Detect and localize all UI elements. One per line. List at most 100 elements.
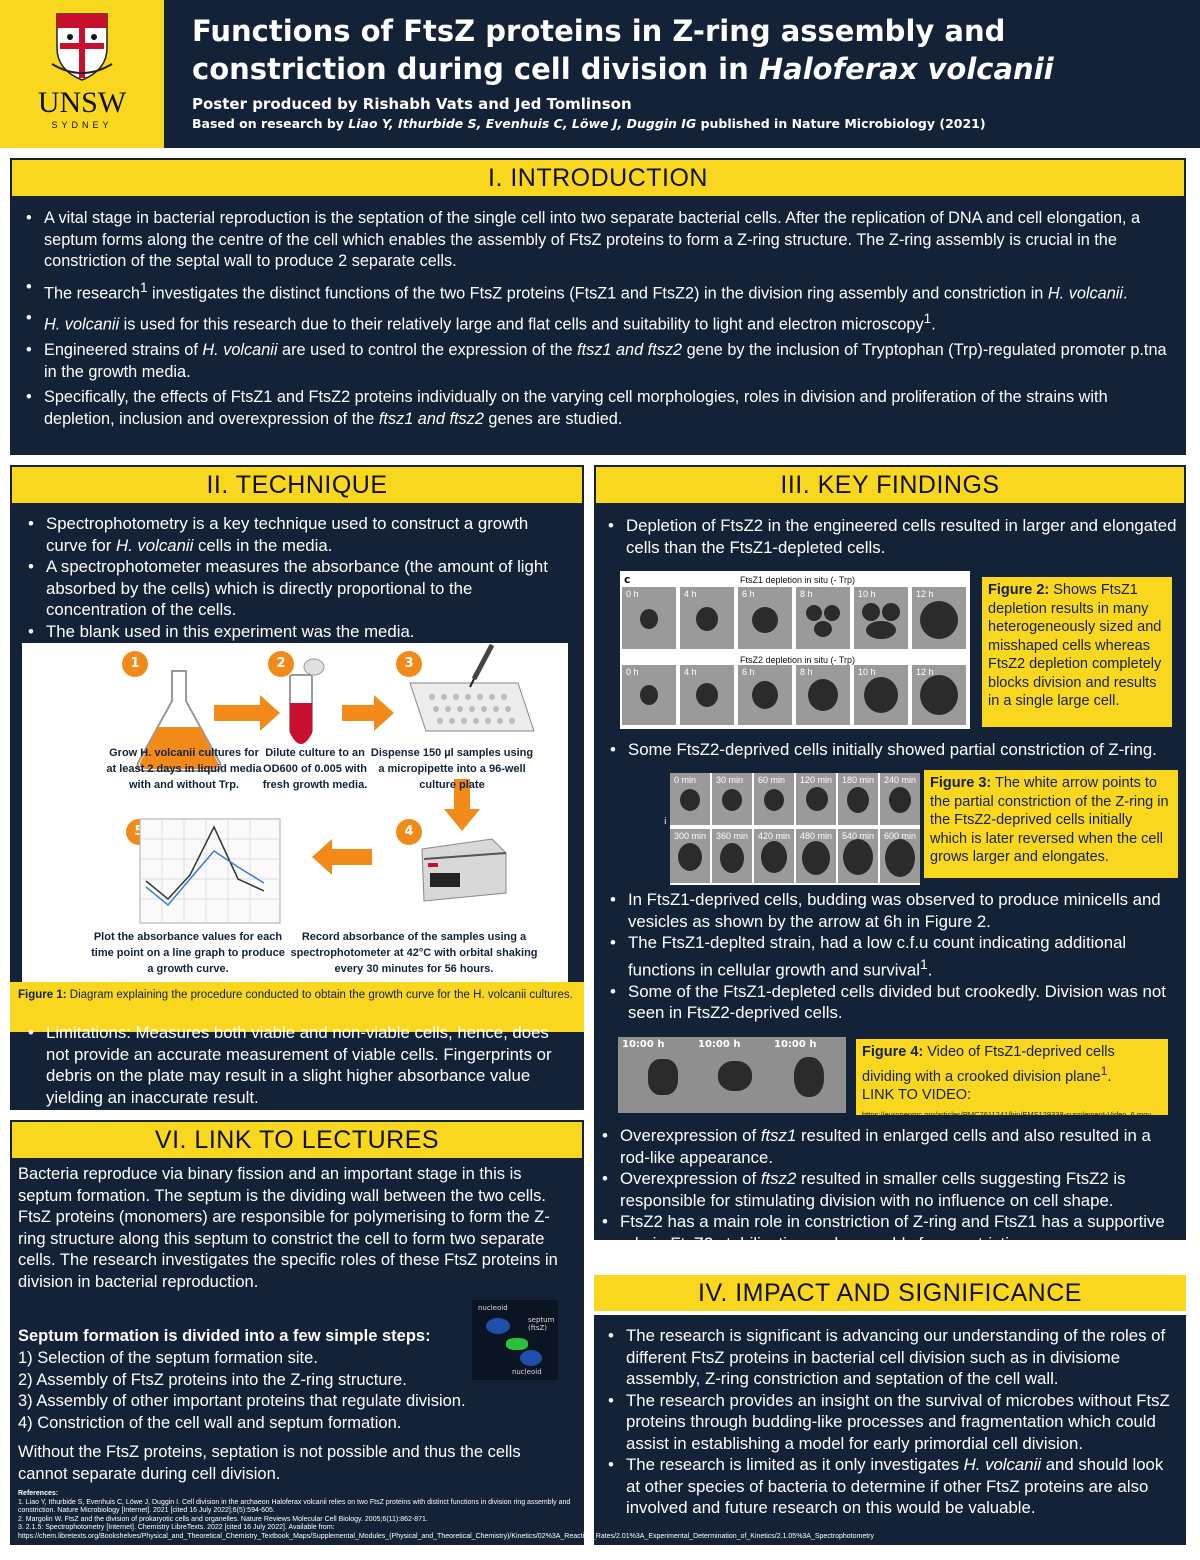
panel-letter: i bbox=[664, 817, 667, 827]
micrograph: 8 h bbox=[796, 665, 850, 725]
procedure-diagram: 1 2 3 4 5 bbox=[22, 643, 568, 983]
poster-authors: Poster produced by Rishabh Vats and Jed … bbox=[192, 95, 632, 113]
reference-item: 3. 2.1.5: Spectrophotometry [Internet]. … bbox=[18, 1524, 875, 1540]
step4-caption: Record absorbance of the samples using a… bbox=[290, 931, 538, 975]
unsw-logo: UNSW SYDNEY bbox=[0, 0, 164, 148]
micrograph: 0 h bbox=[622, 587, 676, 649]
list-item: Overexpression of ftsz2 resulted in smal… bbox=[596, 1168, 1182, 1211]
list-item: The research provides an insight on the … bbox=[602, 1390, 1180, 1455]
limitations-list: Limitations: Measures both viable and no… bbox=[22, 1022, 572, 1108]
micrograph: 12 h bbox=[912, 665, 966, 725]
reference-item: 1. Liao Y, Ithurbide S, Evenhuis C, Löwe… bbox=[18, 1498, 571, 1515]
impact-heading: IV. IMPACT AND SIGNIFICANCE bbox=[594, 1275, 1186, 1311]
procedure-illustrations bbox=[136, 643, 535, 924]
micrograph: 180 min bbox=[838, 773, 878, 825]
list-item: The FtsZ1-deplted strain, had a low c.f.… bbox=[604, 932, 1180, 981]
introduction-list: A vital stage in bacterial reproduction … bbox=[20, 208, 1180, 434]
panel-letter: c bbox=[624, 573, 631, 586]
micrograph: 6 h bbox=[738, 665, 792, 725]
references-heading: References: bbox=[18, 1490, 59, 1497]
step-number: 3 bbox=[396, 651, 422, 677]
list-item: The research is significant is advancing… bbox=[602, 1325, 1180, 1390]
arrow-icon bbox=[312, 839, 372, 875]
micrograph: 0 h bbox=[622, 665, 676, 725]
micrograph: 600 min bbox=[880, 829, 920, 883]
flask-icon bbox=[136, 670, 222, 772]
timestamp: 10:00 h bbox=[774, 1039, 817, 1050]
finding-list: Overexpression of ftsz1 resulted in enla… bbox=[596, 1125, 1182, 1254]
micrograph: 540 min bbox=[838, 829, 878, 883]
list-item: 1) Selection of the septum formation sit… bbox=[18, 1349, 318, 1367]
technique-section: II. TECHNIQUE Spectrophotometry is a key… bbox=[10, 465, 584, 1110]
step5-caption: Plot the absorbance values for each time… bbox=[91, 931, 285, 975]
well-plate-icon bbox=[409, 643, 535, 732]
poster-header: UNSW SYDNEY Functions of FtsZ proteins i… bbox=[0, 0, 1200, 148]
figure3-image: 0 min 30 min 60 min 120 min 180 min 240 … bbox=[670, 773, 920, 885]
list-item: Spectrophotometry is a key technique use… bbox=[22, 513, 572, 556]
list-item: Depletion of FtsZ2 in the engineered cel… bbox=[602, 515, 1178, 558]
micrograph: 6 h bbox=[738, 587, 792, 649]
step3-caption: Dispense 150 µl samples using a micropip… bbox=[370, 747, 534, 791]
micrograph: 8 h bbox=[796, 587, 850, 649]
lectures-conclusion: Without the FtsZ proteins, septation is … bbox=[18, 1443, 521, 1483]
crest-icon: UNSW SYDNEY bbox=[38, 13, 127, 130]
technique-list: Spectrophotometry is a key technique use… bbox=[22, 513, 572, 642]
lectures-paragraph: Bacteria reproduce via binary fission an… bbox=[18, 1165, 558, 1291]
list-item: 4) Constriction of the cell wall and sep… bbox=[18, 1413, 402, 1432]
references: References: 1. Liao Y, Ithurbide S, Even… bbox=[18, 1490, 875, 1541]
arrow-icon bbox=[214, 695, 280, 731]
svg-text:UNSW: UNSW bbox=[38, 86, 127, 119]
steps-heading: Septum formation is divided into a few s… bbox=[18, 1327, 431, 1345]
list-item: 3) Assembly of other important proteins … bbox=[18, 1392, 466, 1410]
finding-list: In FtsZ1-deprived cells, budding was obs… bbox=[604, 889, 1180, 1024]
micrograph: 4 h bbox=[680, 665, 734, 725]
fig2-row1-title: FtsZ1 depletion in situ (- Trp) bbox=[740, 575, 856, 585]
micrograph: 0 min bbox=[670, 773, 710, 825]
list-item: Some FtsZ2-deprived cells initially show… bbox=[604, 739, 1180, 761]
list-item: FtsZ2 has a main role in constriction of… bbox=[596, 1211, 1182, 1254]
key-findings-section: III. KEY FINDINGS Depletion of FtsZ2 in … bbox=[594, 465, 1186, 1253]
list-item: Specifically, the effects of FtsZ1 and F… bbox=[20, 387, 1180, 430]
micrograph: 4 h bbox=[680, 587, 734, 649]
figure2-image: c FtsZ1 depletion in situ (- Trp) FtsZ2 … bbox=[620, 571, 970, 729]
septum-steps: 1) Selection of the septum formation sit… bbox=[18, 1348, 558, 1434]
lectures-heading: VI. LINK TO LECTURES bbox=[12, 1122, 582, 1158]
micrograph: 10 h bbox=[854, 665, 908, 725]
figure4-caption: Figure 4: Video of FtsZ1-deprived cells … bbox=[856, 1039, 1168, 1119]
introduction-heading: I. INTRODUCTION bbox=[12, 160, 1184, 196]
impact-section: The research is significant is advancing… bbox=[594, 1315, 1186, 1545]
technique-heading: II. TECHNIQUE bbox=[12, 467, 582, 503]
list-item: In FtsZ1-deprived cells, budding was obs… bbox=[604, 889, 1180, 932]
list-item: A vital stage in bacterial reproduction … bbox=[20, 208, 1180, 273]
list-item: Limitations: Measures both viable and no… bbox=[22, 1022, 572, 1108]
list-item: The research is limited as it only inves… bbox=[602, 1454, 1180, 1519]
micrograph: 30 min bbox=[712, 773, 752, 825]
list-item: The research1 investigates the distinct … bbox=[20, 277, 1180, 305]
figure4-image: 10:00 h 10:00 h 10:00 h bbox=[618, 1037, 846, 1113]
list-item: Some of the FtsZ1-depleted cells divided… bbox=[604, 981, 1180, 1024]
poster-title: Functions of FtsZ proteins in Z-ring ass… bbox=[192, 14, 1054, 86]
step1-caption: Grow H. volcanii cultures for at least 2… bbox=[106, 747, 262, 791]
micrograph: 240 min bbox=[880, 773, 920, 825]
growth-curve-icon bbox=[139, 818, 281, 924]
video-link[interactable]: https://europepmc.org/articles/PMC761124… bbox=[862, 1110, 1152, 1120]
tube-icon bbox=[289, 658, 325, 744]
micrograph: 420 min bbox=[754, 829, 794, 883]
step-number: 1 bbox=[122, 651, 148, 677]
micrograph: 120 min bbox=[796, 773, 836, 825]
micrograph: 360 min bbox=[712, 829, 752, 883]
list-item: Overexpression of ftsz1 resulted in enla… bbox=[596, 1125, 1182, 1168]
finding-list: Some FtsZ2-deprived cells initially show… bbox=[604, 739, 1180, 761]
micrograph: 60 min bbox=[754, 773, 794, 825]
figure3-caption: Figure 3: The white arrow points to the … bbox=[924, 770, 1178, 878]
impact-list: The research is significant is advancing… bbox=[602, 1325, 1180, 1519]
list-item: H. volcanii is used for this research du… bbox=[20, 308, 1180, 336]
fig2-row2-title: FtsZ2 depletion in situ (- Trp) bbox=[740, 655, 856, 665]
svg-text:SYDNEY: SYDNEY bbox=[51, 120, 112, 130]
spectrophotometer-icon bbox=[421, 838, 507, 902]
step2-caption: Dilute culture to an OD600 of 0.005 with… bbox=[262, 747, 368, 791]
micrograph: 12 h bbox=[912, 587, 966, 649]
timestamp: 10:00 h bbox=[698, 1039, 741, 1050]
research-credit: Based on research by Liao Y, Ithurbide S… bbox=[192, 116, 986, 131]
step-number: 2 bbox=[268, 651, 294, 677]
